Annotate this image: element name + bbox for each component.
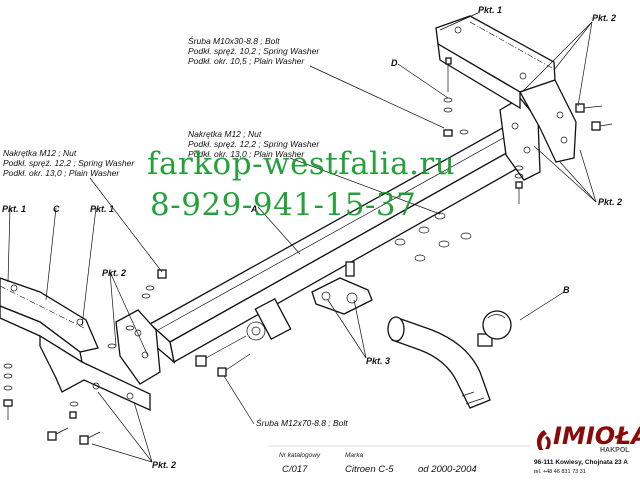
callout-nut-mid-line3: Podkł. okr. 13,0 ; Plain Washer [188, 149, 305, 159]
label-pkt1-center: Pkt. 1 [90, 204, 114, 214]
footer-years: od 2000-2004 [418, 464, 477, 475]
label-pkt2-left: Pkt. 2 [102, 268, 126, 278]
callout-bolt-top-line1: Śruba M10x30-8.8 ; Bolt [188, 35, 280, 46]
hardware [3, 57, 613, 445]
callout-nut-mid: Nakrętka M12 ; Nut Podkł. spręż. 12,2 ; … [188, 129, 320, 159]
footer-catalog-header: Nr katalogowy [279, 452, 321, 459]
label-pkt1-top: Pkt. 1 [478, 5, 502, 15]
callout-bolt-top-line2: Podkł. spręż. 10,2 ; Spring Washer [188, 46, 320, 56]
bracket-d [435, 15, 577, 163]
logo-tel: tel. +48 46 831 73 31 [534, 469, 586, 475]
callout-nut-left: Nakrętka M12 ; Nut Podkł. spręż. 12,2 ; … [3, 148, 135, 178]
label-pkt2-bottom: Pkt. 2 [152, 460, 176, 470]
label-pkt3: Pkt. 3 [366, 356, 390, 366]
footer-brand-header: Marka [345, 452, 364, 459]
logo-name: IMIOŁA [553, 422, 640, 450]
callout-bolt-top: Śruba M10x30-8.8 ; Bolt Podkł. spręż. 10… [188, 35, 320, 66]
label-d: D [391, 58, 398, 68]
logo-mark-icon [536, 430, 551, 450]
label-pkt2-right: Pkt. 2 [598, 197, 622, 207]
label-pkt1-left: Pkt. 1 [2, 204, 26, 214]
ball-mount-b [387, 310, 512, 409]
callout-nut-mid-line2: Podkł. spręż. 12,2 ; Spring Washer [188, 139, 320, 149]
label-pkt2-top-right: Pkt. 2 [592, 13, 616, 23]
footer-model: Citroen C-5 [345, 464, 394, 475]
watermark-site: farkop-westfalia.ru [147, 146, 456, 182]
callout-nut-left-line2: Podkł. spręż. 12,2 ; Spring Washer [3, 158, 135, 168]
crossbar-a [115, 97, 541, 385]
callout-nut-left-line1: Nakrętka M12 ; Nut [3, 148, 77, 158]
socket-bracket [311, 261, 373, 315]
logo-sub: HAKPOL [600, 447, 630, 454]
callout-bolt-top-line3: Podkł. okr. 10,5 ; Plain Washer [188, 56, 305, 66]
label-a: A [250, 204, 258, 214]
logo-address: 96-111 Kowiesy, Chojnata 23 A [534, 459, 628, 466]
label-b: B [563, 285, 570, 295]
callout-bolt-bottom: Śruba M12x70-8.8 ; Bolt [256, 417, 348, 428]
footer-catalog-number: C/017 [282, 464, 308, 475]
callout-nut-left-line3: Podkł. okr. 13,0 ; Plain Washer [3, 168, 120, 178]
label-c: C [53, 204, 60, 214]
callout-nut-mid-line1: Nakrętka M12 ; Nut [188, 129, 262, 139]
leader-lines [7, 12, 597, 463]
bracket-c [0, 277, 151, 412]
watermark-phone: 8-929-941-15-37 [150, 187, 417, 223]
